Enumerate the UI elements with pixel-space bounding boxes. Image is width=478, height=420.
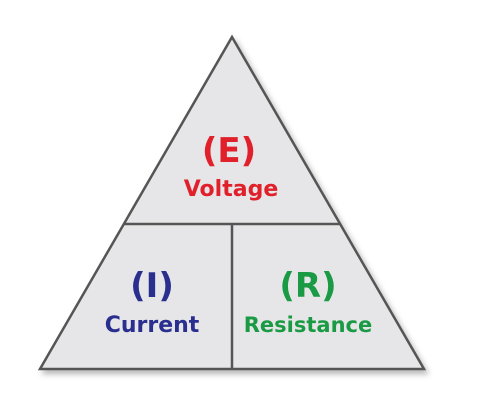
current-symbol: (I) [130,266,174,306]
resistance-label: Resistance [244,313,372,337]
resistance-symbol: (R) [279,266,336,306]
voltage-section: (E) Voltage [184,131,279,202]
current-section: (I) Current [105,266,200,338]
voltage-symbol: (E) [202,131,256,171]
voltage-label: Voltage [184,177,279,202]
resistance-section: (R) Resistance [244,266,372,337]
current-label: Current [105,313,200,338]
